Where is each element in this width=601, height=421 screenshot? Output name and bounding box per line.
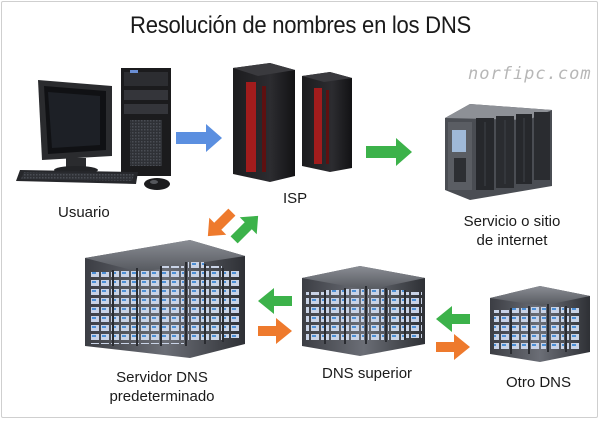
servidor-dns-farm-icon [85,240,245,358]
label-isp: ISP [283,190,308,207]
label-servicio: Servicio o sitio de internet [463,213,561,249]
diagram-title: Resolución de nombres en los DNS [130,12,471,39]
arrow-usuario-to-isp [176,124,222,152]
isp-server-icon [233,63,352,182]
watermark-brand: norfipc.com [468,64,592,84]
label-usuario: Usuario [58,204,110,221]
arrow-otro-dns-to-dns-superior [436,306,470,332]
arrow-dns-superior-to-otro-dns [436,334,470,360]
arrow-servidor-dns-to-isp [230,215,259,244]
arrow-servidor-dns-to-dns-superior [258,318,292,344]
label-servidor-dns: Servidor DNS predeterminado [109,369,215,405]
servicio-datacenter-icon [445,104,552,200]
usuario-computer-icon [16,68,171,190]
dns-superior-server-icon [302,266,425,356]
arrow-isp-to-servicio [366,138,412,166]
arrow-dns-superior-to-servidor-dns [258,288,292,314]
arrow-isp-to-servidor-dns [207,208,236,237]
label-otro-dns: Otro DNS [506,374,572,391]
label-dns-superior: DNS superior [322,365,413,382]
otro-dns-server-icon [490,286,590,362]
